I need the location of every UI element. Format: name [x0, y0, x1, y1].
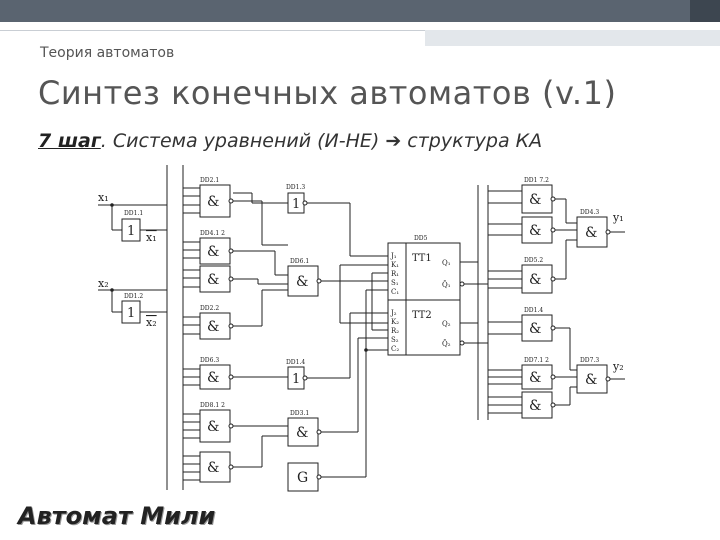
and-gate-l2: & — [207, 244, 219, 260]
arrow-icon: ➔ — [385, 130, 402, 152]
trigger-pin-k2: K₂ — [391, 318, 399, 326]
trigger-pin-c2: C₂ — [391, 345, 399, 353]
chip-dd21: DD2.1 — [200, 177, 219, 184]
trigger-pin-q2: Q₂ — [442, 320, 451, 328]
trigger-pin-q1: Q₁ — [442, 259, 451, 267]
chip-dd63: DD6.3 — [200, 357, 219, 364]
chip-dd14: DD1.4 — [286, 359, 305, 366]
and-gate-m1: & — [296, 274, 308, 290]
chip-dd61: DD6.1 — [290, 258, 309, 265]
input-x2: x₂ — [98, 277, 109, 290]
chip-dd11: DD1.1 — [124, 210, 143, 217]
not-gate-m2: 1 — [292, 372, 300, 387]
chip-dd812: DD8.1 2 — [200, 402, 225, 409]
and-gate-r1: & — [529, 192, 541, 208]
chip-dd13: DD1.3 — [286, 184, 305, 191]
and-gate-l4: & — [207, 319, 219, 335]
and-gate-l3: & — [207, 272, 219, 288]
generator-g: G — [297, 470, 308, 486]
chip-dd52: DD5.2 — [524, 257, 543, 264]
footer-label: Автомат Мили — [18, 502, 216, 530]
and-gate-l6: & — [207, 419, 219, 435]
chip-dd12: DD1.2 — [124, 293, 143, 300]
and-gate-l5: & — [207, 370, 219, 386]
chip-dd43: DD4.3 — [580, 209, 599, 216]
and-gate-r8: & — [585, 372, 597, 388]
trigger-pin-q2-inv: Q̄₂ — [442, 339, 451, 348]
and-gate-r7: & — [529, 398, 541, 414]
trigger-pin-j2: J₂ — [390, 309, 397, 317]
and-gate-r2: & — [529, 223, 541, 239]
not-gate-m1: 1 — [292, 197, 300, 212]
trigger-pin-s2: S₂ — [391, 336, 399, 344]
output-y1: y₁ — [612, 211, 624, 224]
and-gate-l7: & — [207, 460, 219, 476]
and-gate-r3: & — [585, 225, 597, 241]
input-x1-inverted: x₁ — [146, 231, 157, 244]
input-x2-inverted: x₂ — [146, 316, 157, 329]
not-gate-x2: 1 — [127, 306, 135, 321]
and-gate-l1: & — [207, 194, 219, 210]
top-bar — [0, 0, 720, 22]
chip-dd712: DD7.1 2 — [524, 357, 549, 364]
chip-dd73: DD7.3 — [580, 357, 599, 364]
step-heading: 7 шаг. Система уравнений (И-НЕ) ➔ структ… — [38, 130, 542, 152]
not-gate-x1: 1 — [127, 224, 135, 239]
and-gate-r4: & — [529, 272, 541, 288]
trigger-pin-r1: R₁ — [391, 270, 399, 278]
top-divider — [0, 30, 720, 48]
trigger-tt1: ТТ1 — [412, 253, 432, 264]
trigger-tt2: ТТ2 — [412, 310, 432, 321]
step-text-after: структура КА — [401, 130, 543, 152]
trigger-pin-j1: J₁ — [390, 252, 397, 260]
step-dot: . — [100, 130, 107, 152]
step-number: 7 шаг — [38, 130, 101, 152]
and-gate-m2: & — [296, 425, 308, 441]
trigger-pin-c1: C₁ — [391, 288, 399, 296]
and-gate-r6: & — [529, 370, 541, 386]
and-gate-r5: & — [529, 321, 541, 337]
output-y2: y₂ — [612, 360, 624, 373]
trigger-pin-q1-inv: Q̄₁ — [442, 280, 451, 289]
trigger-pin-r2: R₂ — [391, 327, 399, 335]
trigger-pin-k1: K₁ — [391, 261, 399, 269]
chip-dd714: DD1.4 — [524, 307, 543, 314]
input-x1: x₁ — [98, 191, 109, 204]
trigger-pin-s1: S₁ — [391, 279, 399, 287]
chip-dd412: DD4.1 2 — [200, 230, 225, 237]
chip-dd22: DD2.2 — [200, 305, 219, 312]
slide-subtitle: Теория автоматов — [40, 45, 175, 61]
top-bar-accent — [690, 0, 720, 22]
step-text-before: Система уравнений (И-НЕ) — [106, 130, 386, 152]
chip-dd172: DD1 7.2 — [524, 177, 549, 184]
slide-title: Синтез конечных автоматов (v.1) — [38, 74, 617, 112]
chip-dd31: DD3.1 — [290, 410, 309, 417]
chip-dd5: DD5 — [414, 235, 428, 242]
